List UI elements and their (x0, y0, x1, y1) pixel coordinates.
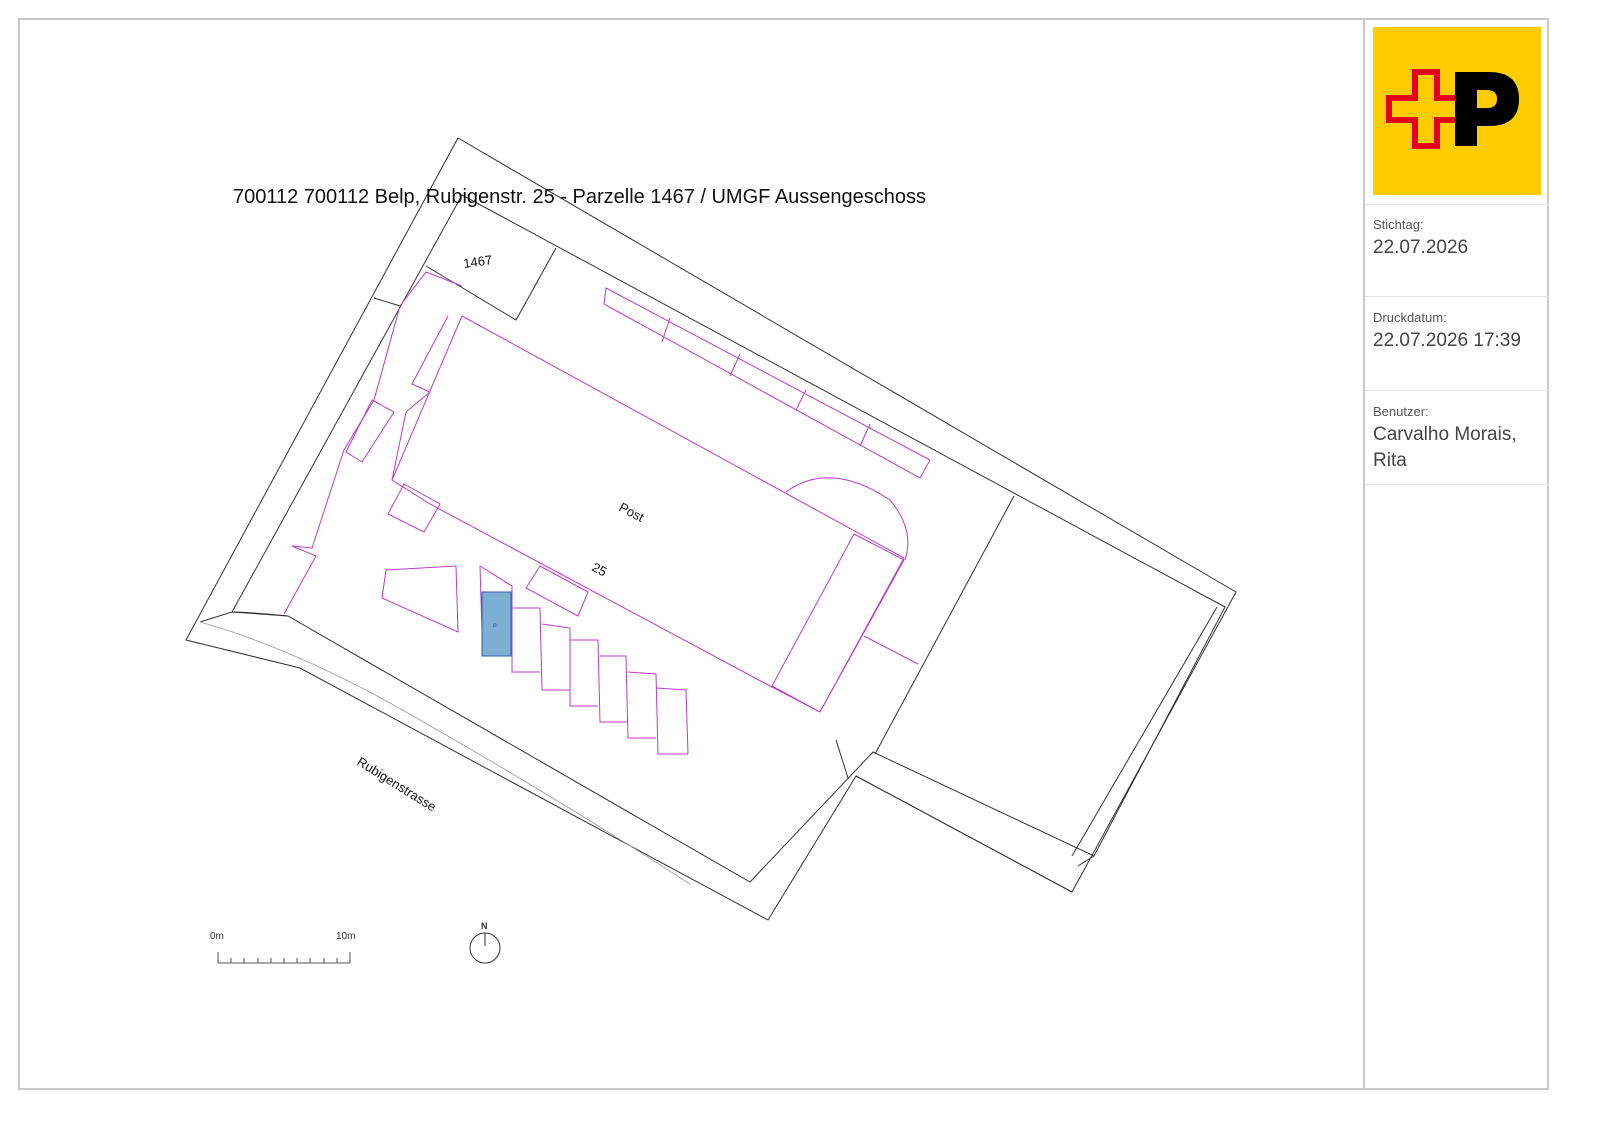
street-lines (199, 621, 691, 885)
boundary-line (874, 495, 1015, 755)
site-plan: Br 1467 Post 25 Rubigenstrasse (185, 137, 1237, 964)
benutzer-value-line2: Rita (1373, 450, 1407, 471)
step-5 (600, 655, 656, 739)
north-annex (603, 287, 931, 479)
swiss-post-logo-icon (1373, 27, 1541, 195)
step-3 (541, 623, 598, 707)
info-sidebar: Stichtag: 22.07.2026 Druckdatum: 22.07.2… (1363, 18, 1549, 1090)
step-4 (570, 639, 628, 723)
druckdatum-value: 22.07.2026 17:39 (1373, 330, 1521, 351)
boundary-line (373, 297, 401, 307)
highlight-tag-label: Br (493, 623, 498, 629)
ramp-block (381, 565, 459, 633)
stichtag-block: Stichtag: 22.07.2026 (1365, 205, 1549, 297)
west-wing (283, 271, 463, 615)
corner-curve (231, 611, 289, 617)
building-bay (785, 477, 909, 561)
entrance-block (387, 483, 441, 533)
plan-title: 700112 700112 Belp, Rubigenstr. 25 - Par… (233, 186, 927, 208)
scale-end-label: 10m (336, 931, 356, 942)
west-wing-inner (391, 315, 449, 481)
scale-bar (217, 952, 351, 964)
benutzer-block: Benutzer: Carvalho Morais, Rita (1365, 392, 1549, 485)
page-frame (18, 18, 1549, 1090)
boundary-line (199, 611, 233, 623)
step-6 (627, 671, 688, 755)
east-block (771, 533, 905, 713)
annex-divider (661, 317, 671, 343)
highlighted-unit[interactable] (481, 591, 512, 657)
west-small-block (345, 399, 395, 463)
druckdatum-block: Druckdatum: 22.07.2026 17:39 (1365, 298, 1549, 391)
boundary-line (1077, 855, 1095, 867)
benutzer-value: Carvalho Morais, Rita (1373, 422, 1541, 474)
boundary-line (1071, 606, 1218, 857)
parcel-number-label: 1467 (462, 252, 493, 271)
north-label: N (481, 921, 488, 931)
annex-divider (729, 353, 741, 377)
step-7 (655, 687, 689, 755)
street-name-label: Rubigenstrasse (354, 754, 439, 815)
step-2 (512, 607, 570, 691)
step-1 (479, 565, 540, 673)
benutzer-value-line1: Carvalho Morais, (1373, 424, 1517, 445)
druckdatum-label: Druckdatum: (1373, 310, 1447, 325)
buildings (283, 271, 931, 755)
sidebar-divider (1365, 204, 1549, 205)
scale-start-label: 0m (210, 931, 224, 942)
east-divider (863, 635, 919, 665)
map-area[interactable]: Br 1467 Post 25 Rubigenstrasse 0m 10m N (18, 18, 1363, 1090)
stichtag-value: 22.07.2026 (1373, 237, 1469, 258)
annex-divider (795, 389, 807, 411)
parcel-boundaries (185, 137, 1237, 921)
main-building (391, 315, 905, 713)
annex-divider (859, 423, 871, 447)
street-edge (199, 621, 691, 885)
stichtag-label: Stichtag: (1373, 217, 1424, 232)
boundary-line (835, 739, 849, 779)
north-arrow-icon (469, 932, 501, 964)
boundary-line (855, 775, 1073, 893)
benutzer-label: Benutzer: (1373, 404, 1429, 419)
building-name-label: Post (617, 499, 647, 525)
house-number-label: 25 (590, 559, 610, 579)
parcel-outline (185, 137, 1237, 921)
canopy (525, 565, 589, 617)
